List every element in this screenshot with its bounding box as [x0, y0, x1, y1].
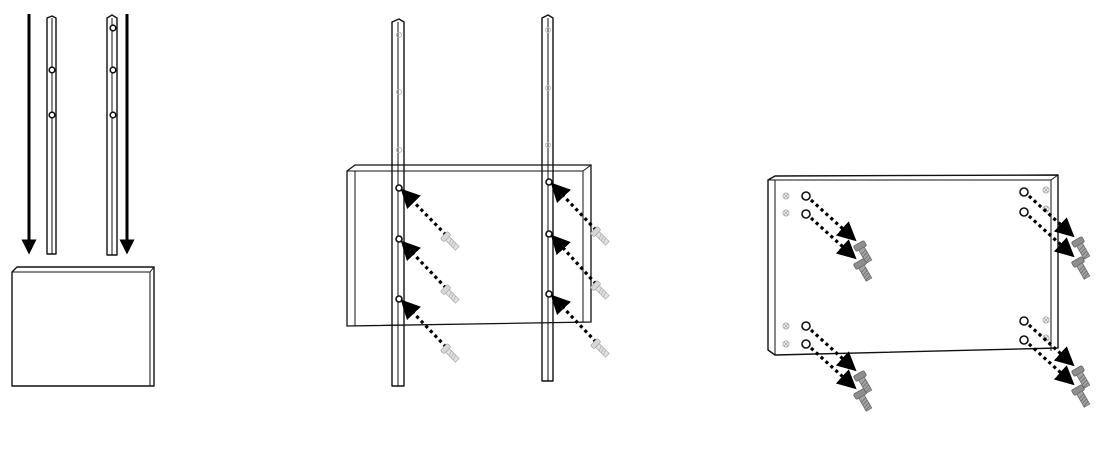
hole-icon — [801, 191, 811, 201]
dotted-arrow-icon — [550, 294, 598, 344]
hole-icon — [801, 209, 811, 219]
hole-icon — [801, 339, 811, 349]
rail-right — [106, 14, 118, 256]
rail-right — [541, 14, 554, 382]
dotted-arrow-icon — [1027, 194, 1075, 238]
dotted-arrow-icon — [809, 216, 857, 260]
hole-icon — [48, 111, 56, 119]
dotted-arrow-icon — [1027, 342, 1075, 386]
dotted-arrow-icon — [400, 188, 448, 237]
dotted-arrow-icon — [809, 346, 857, 390]
dotted-arrow-icon — [809, 198, 857, 242]
dotted-arrow-icon — [809, 328, 857, 372]
screw-icon — [1070, 256, 1093, 281]
screw-icon — [852, 388, 875, 413]
dotted-arrow-icon — [400, 240, 448, 290]
hole-icon — [1019, 335, 1029, 345]
step-1-slide-rails — [11, 14, 155, 387]
step-2-screw-rails — [346, 14, 612, 387]
hole-icon — [545, 290, 553, 298]
hole-icon — [1019, 316, 1029, 326]
dotted-arrow-icon — [1027, 323, 1075, 367]
hole-icon — [395, 295, 403, 303]
hole-icon — [109, 24, 117, 32]
rail-left — [391, 18, 405, 387]
rail-left — [46, 15, 57, 255]
hole-icon — [545, 230, 553, 238]
hole-icon — [1019, 207, 1029, 217]
hole-icon — [48, 66, 56, 74]
dotted-arrow-icon — [550, 234, 598, 286]
step-3-screw-corners — [767, 174, 1093, 413]
panel-box — [11, 266, 155, 387]
hole-icon — [801, 321, 811, 331]
dotted-arrow-icon — [1027, 214, 1075, 258]
dotted-arrow-icon — [550, 182, 598, 232]
screw-icon — [1070, 384, 1093, 409]
hole-icon — [395, 184, 403, 192]
hole-icon — [109, 66, 117, 74]
hole-icon — [395, 235, 403, 243]
panel-box — [346, 164, 592, 327]
hole-icon — [1019, 187, 1029, 197]
hole-icon — [545, 178, 553, 186]
hole-icon — [109, 111, 117, 119]
